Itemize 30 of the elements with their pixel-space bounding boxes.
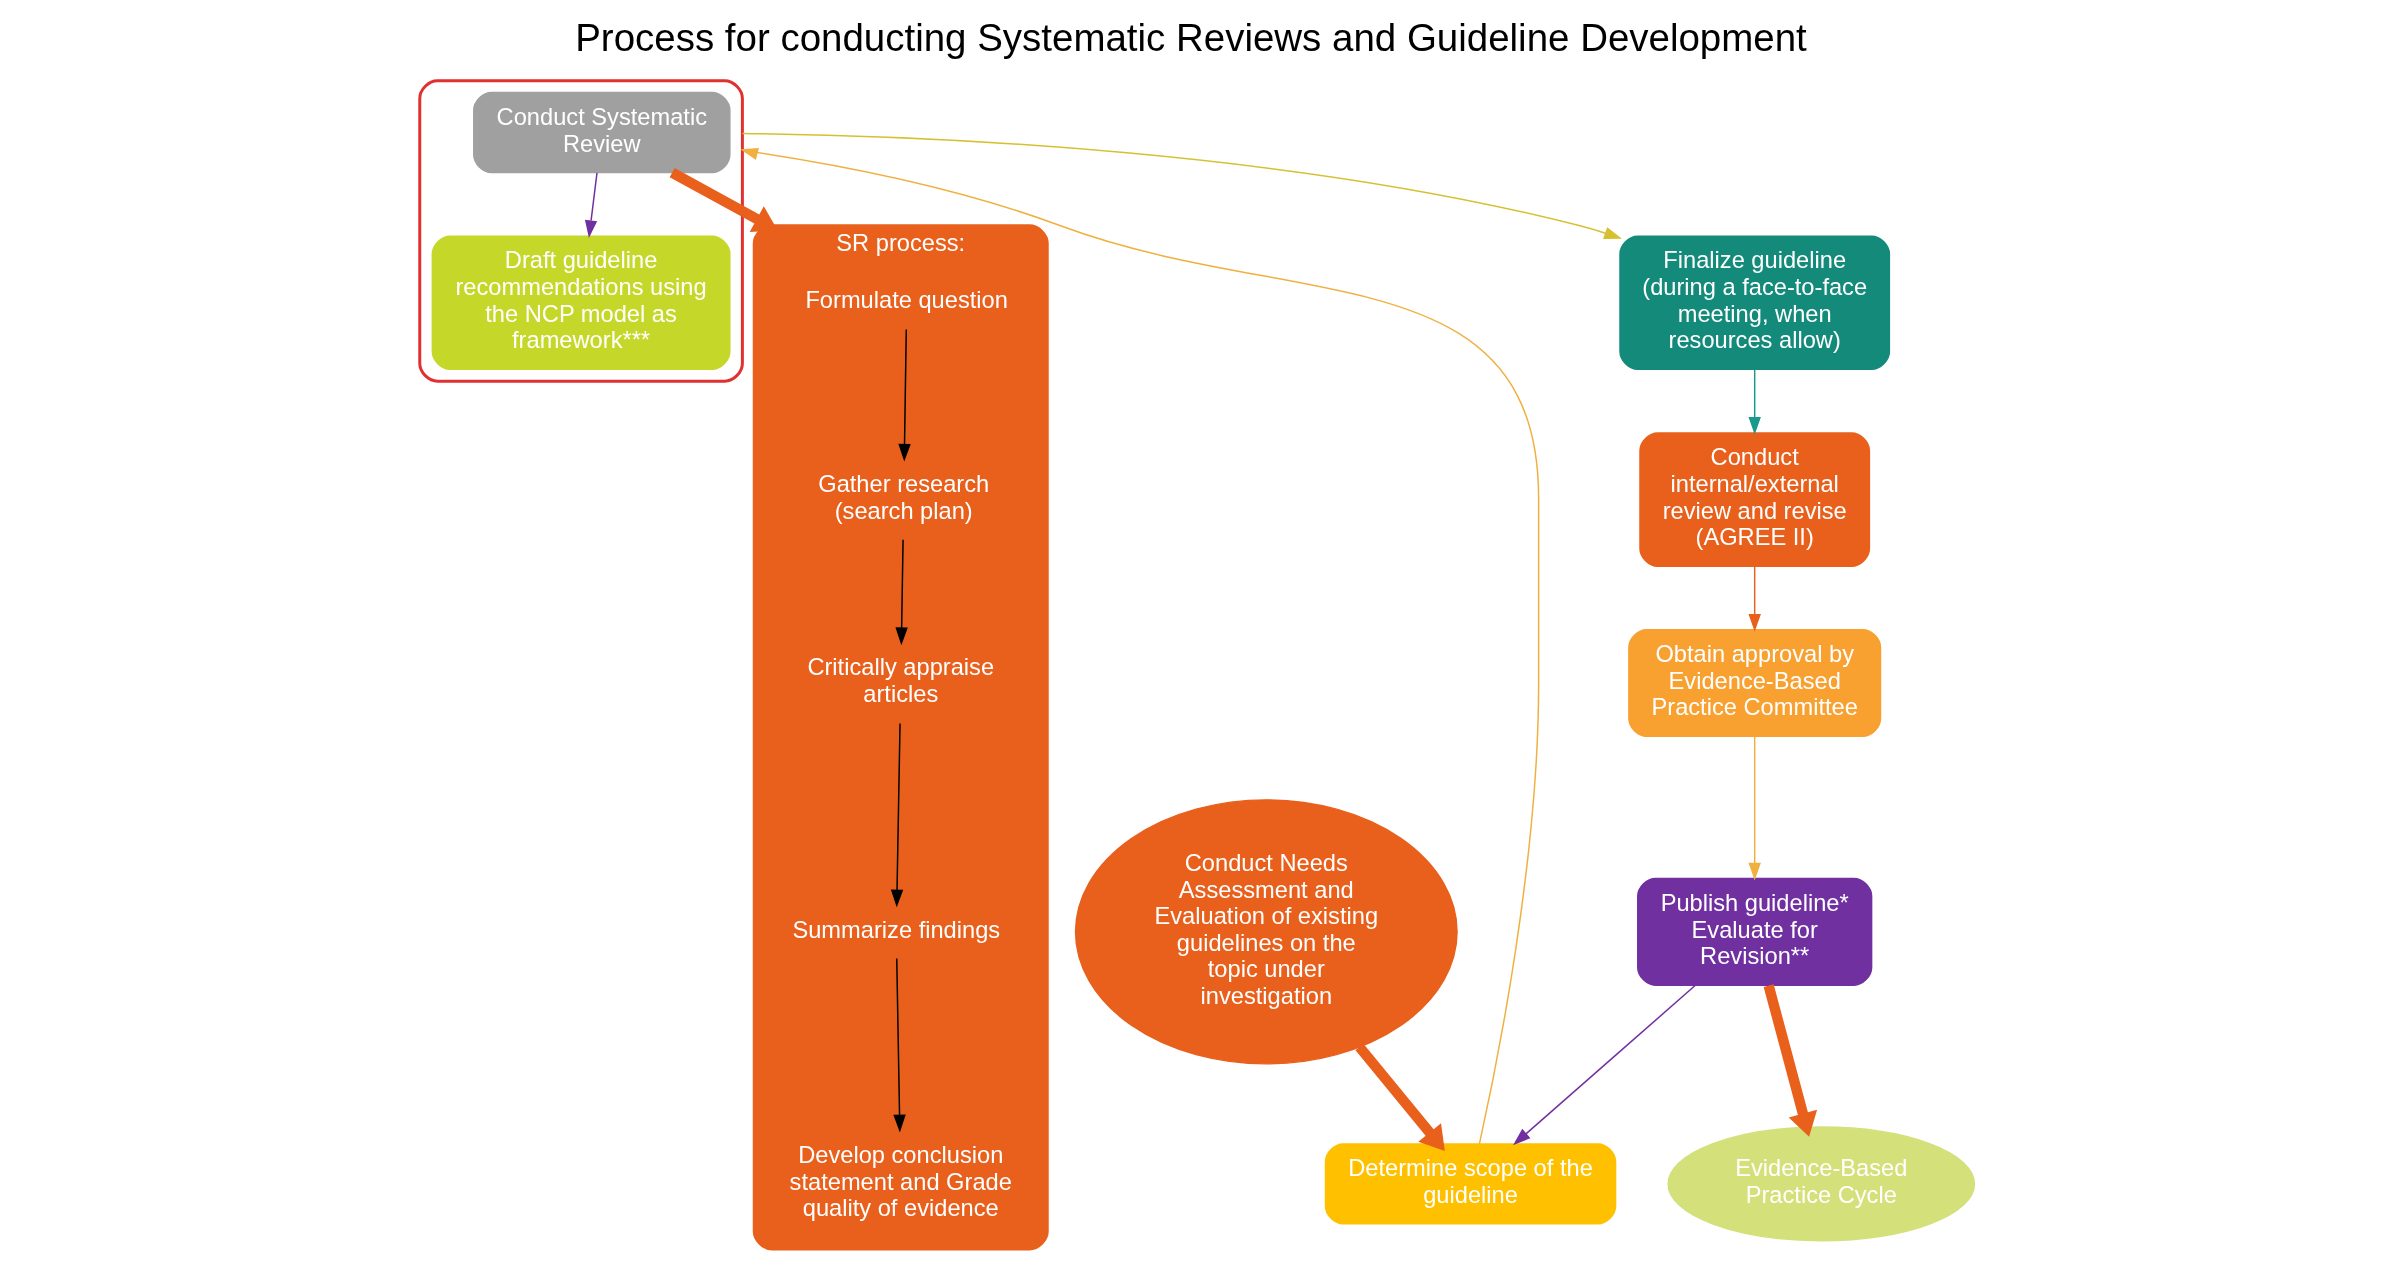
cluster	[417, 79, 744, 383]
node-box: Finalize guideline (during a face-to-face meeting, when resources allow)	[1618, 235, 1890, 371]
arrow	[1763, 984, 1817, 1137]
arrow	[890, 722, 903, 908]
arrow	[1354, 1043, 1445, 1152]
arrow	[894, 539, 908, 646]
node-text: Critically appraise articles	[806, 654, 994, 708]
node-text: Gather research (search plan)	[817, 470, 989, 524]
node-box: Draft guideline recommendations using the NCP model as framework***	[431, 235, 731, 371]
node-text: Formulate question	[804, 287, 1008, 314]
diagram-title: Process for conducting Systematic Reviews and Guideline Development	[574, 15, 1807, 59]
node-box: Determine scope of the guideline	[1324, 1143, 1616, 1225]
arrow	[739, 147, 1539, 1145]
node-box: Publish guideline* Evaluate for Revision**	[1636, 877, 1872, 986]
node-ellipse: Conduct Needs Assessment and Evaluation of existing guidelines on the topic under investigation	[1074, 799, 1458, 1065]
node-text: Summarize findings	[791, 916, 1000, 943]
arrow	[1512, 984, 1696, 1146]
node-text: Develop conclusion statement and Grade quality of evidence	[789, 1141, 1012, 1222]
node-box: Conduct internal/external review and revise (AGREE II)	[1638, 432, 1870, 567]
arrow	[897, 328, 911, 462]
node-ellipse: Evidence-Based Practice Cycle	[1666, 1126, 1975, 1242]
arrow	[1747, 369, 1761, 435]
node-box: Conduct Systematic Review	[472, 91, 731, 174]
arrow	[892, 957, 906, 1133]
arrow	[741, 132, 1622, 239]
arrow	[1747, 735, 1761, 881]
arrow	[669, 168, 778, 232]
arrow	[1747, 565, 1761, 632]
node-box: Obtain approval by Evidence-Based Practice Committee	[1627, 629, 1881, 738]
arrow	[584, 172, 598, 239]
